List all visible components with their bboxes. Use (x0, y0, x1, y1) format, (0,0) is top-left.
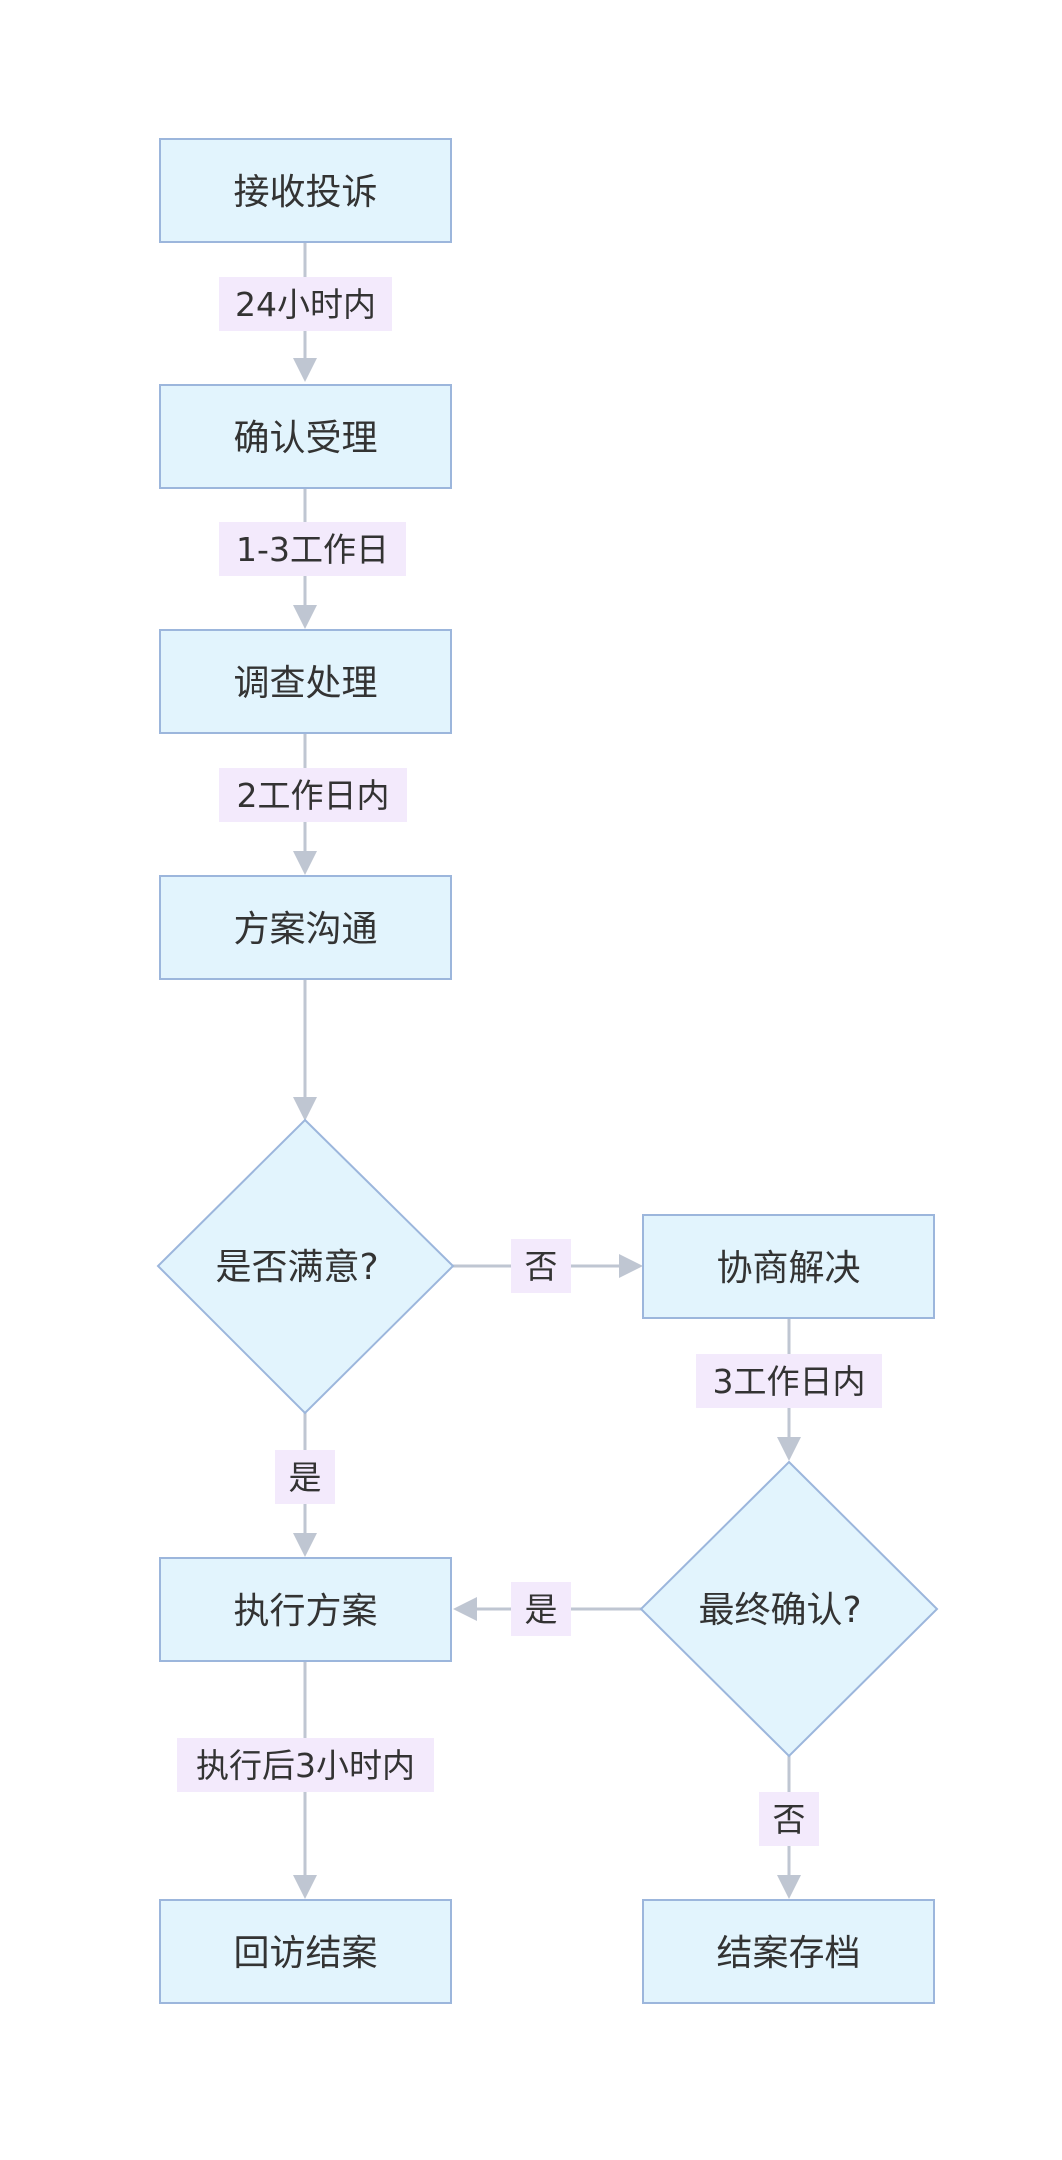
node-archive: 结案存档 (642, 1899, 935, 2004)
node-plan-communication-label: 方案沟通 (233, 909, 377, 950)
edge-label-satisfied-no: 否 (511, 1239, 571, 1293)
node-negotiate-label: 协商解决 (716, 1248, 860, 1289)
node-satisfied-decision-label: 是否满意? (215, 1247, 378, 1288)
edge-label-3-days-text: 3工作日内 (713, 1362, 866, 1401)
edge-label-final-no-text: 否 (773, 1800, 806, 1839)
edge-label-2-days: 2工作日内 (219, 768, 407, 822)
node-execute-plan-label: 执行方案 (233, 1591, 377, 1632)
node-satisfied-decision: 是否满意? (156, 1118, 455, 1415)
node-investigate-label: 调查处理 (233, 663, 377, 704)
edge-label-final-yes: 是 (511, 1582, 571, 1636)
edge-label-24h: 24小时内 (219, 277, 392, 331)
edge-label-1-3-days: 1-3工作日 (219, 522, 406, 576)
node-archive-label: 结案存档 (716, 1933, 860, 1974)
node-plan-communication: 方案沟通 (159, 875, 452, 980)
edge-label-satisfied-no-text: 否 (525, 1247, 558, 1286)
edge-label-1-3-days-text: 1-3工作日 (236, 530, 389, 569)
node-revisit-close: 回访结案 (159, 1899, 452, 2004)
edge-label-satisfied-yes-text: 是 (289, 1458, 322, 1497)
edge-communicate-to-satisfied (293, 979, 317, 1121)
edge-label-3-days: 3工作日内 (696, 1354, 882, 1408)
node-execute-plan: 执行方案 (159, 1557, 452, 1662)
node-confirm-acceptance: 确认受理 (159, 384, 452, 489)
edge-label-after-execution-text: 执行后3小时内 (196, 1746, 415, 1785)
node-receive-complaint: 接收投诉 (159, 138, 452, 243)
node-receive-complaint-label: 接收投诉 (233, 172, 377, 213)
edge-label-satisfied-yes: 是 (275, 1450, 335, 1504)
node-final-confirm-decision-label: 最终确认? (698, 1590, 861, 1631)
node-revisit-close-label: 回访结案 (233, 1933, 377, 1974)
edge-label-final-no: 否 (759, 1792, 819, 1846)
edge-label-2-days-text: 2工作日内 (237, 776, 390, 815)
node-investigate: 调查处理 (159, 629, 452, 734)
node-confirm-acceptance-label: 确认受理 (233, 418, 377, 459)
node-final-confirm-decision: 最终确认? (639, 1460, 939, 1758)
node-negotiate: 协商解决 (642, 1214, 935, 1319)
edge-label-final-yes-text: 是 (525, 1590, 558, 1629)
edge-label-24h-text: 24小时内 (235, 285, 376, 324)
edge-label-after-execution: 执行后3小时内 (177, 1738, 434, 1792)
